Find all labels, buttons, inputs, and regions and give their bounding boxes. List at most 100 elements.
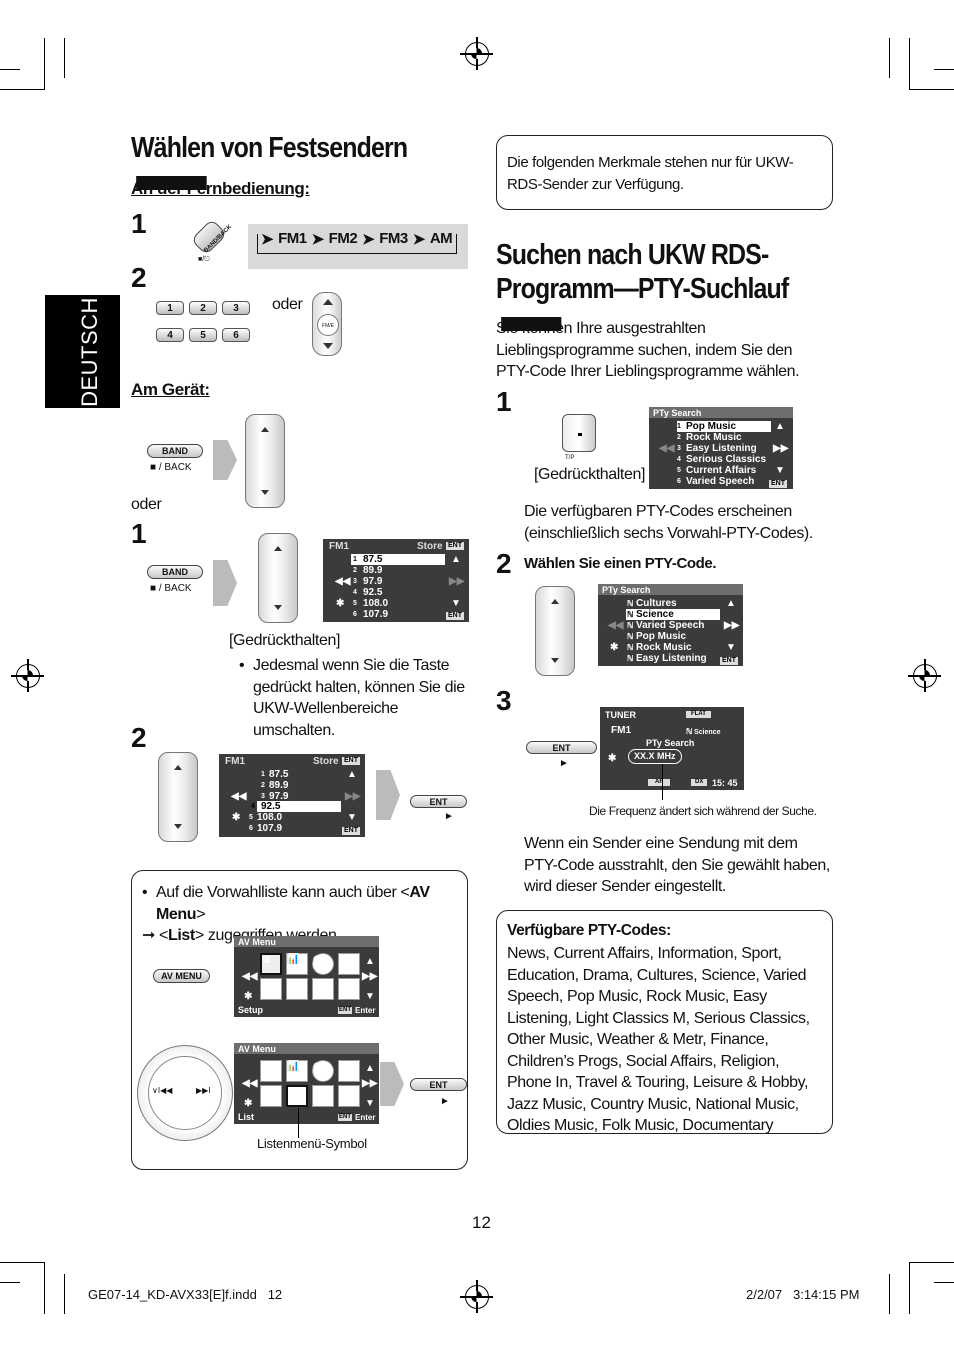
play-icon: ► bbox=[559, 758, 569, 769]
preset-freq: 89.9 bbox=[363, 565, 383, 576]
tuner-screen: TUNER FLAT FM1 PTy Search ℕ Science ✱ XX… bbox=[600, 707, 744, 790]
tp-label: T/P bbox=[565, 455, 575, 461]
hold-label: [Gedrückthalten] bbox=[229, 632, 340, 649]
arrow-right-icon bbox=[213, 440, 237, 480]
disc-icon: ◎ bbox=[312, 953, 334, 975]
callout-line bbox=[662, 764, 663, 800]
equalizer-icon: 📊 bbox=[286, 953, 308, 975]
av-menu-screen-setup: AV Menu ⚙ 📊 ◎ ⁘ ⏲ ▤ ✱ ⚒ ◀◀ ▶▶ ✱ ▲ ▼ Setu… bbox=[234, 936, 379, 1017]
oder-label-2: oder bbox=[131, 496, 162, 513]
ent-button: ENT bbox=[526, 741, 597, 754]
step-number: 2 bbox=[131, 722, 147, 753]
setup-icon: ⚙ bbox=[260, 953, 282, 975]
preset-key-6: 6 bbox=[222, 328, 250, 342]
arrow-right-icon bbox=[213, 560, 237, 606]
frequency-display: XX.X MHz bbox=[628, 749, 682, 764]
crop-mark bbox=[889, 1274, 890, 1314]
pty-item: Pop Music bbox=[686, 421, 737, 432]
pty-item: Cultures bbox=[636, 598, 677, 609]
step-number: 2 bbox=[496, 548, 512, 579]
band-sequence-panel: ➤ FM1 ➤ FM2 ➤ FM3 ➤ AM bbox=[248, 224, 468, 269]
preset-freq: 92.5 bbox=[363, 587, 383, 598]
pty-item: Pop Music bbox=[636, 631, 687, 642]
arrow-right-icon bbox=[376, 770, 400, 820]
play-icon: ► bbox=[444, 811, 454, 822]
crop-mark bbox=[0, 69, 20, 70]
footer-file-info: GE07-14_KD-AVX33[E]f.indd 12 bbox=[88, 1287, 283, 1302]
step1-text: Die verfügbaren PTY-Codes erscheinen (ei… bbox=[524, 503, 813, 542]
registration-mark-icon bbox=[460, 37, 493, 70]
preset-freq: 97.9 bbox=[363, 576, 383, 587]
pty-codes-heading: Verfügbare PTY-Codes: bbox=[507, 922, 671, 939]
pty-codes-box bbox=[496, 910, 833, 1134]
ent-button: ENT bbox=[410, 1078, 467, 1091]
down-arrow-icon: ▼ bbox=[451, 598, 461, 609]
tools-icon: ⚒ bbox=[338, 978, 360, 1000]
registration-mark-icon bbox=[11, 659, 44, 692]
preset-freq: 107.9 bbox=[363, 609, 389, 620]
pty-item: Varied Speech bbox=[636, 620, 705, 631]
frequency-caption: Die Frequenz ändert sich während der Suc… bbox=[589, 804, 817, 818]
crop-mark bbox=[934, 1282, 954, 1283]
crop-mark bbox=[909, 1262, 910, 1314]
page-number: 12 bbox=[472, 1213, 491, 1232]
back-label: ■ / BACK bbox=[150, 583, 192, 594]
volume-knob bbox=[535, 586, 575, 676]
section-title-pty: Suchen nach UKW RDS-Programm—PTY-Suchlau… bbox=[496, 238, 849, 340]
list-icon-caption: Listenmenü-Symbol bbox=[257, 1136, 367, 1151]
pty-search-screen-2: PTy Search ℕ Cultures ℕ Science ℕ Varied… bbox=[598, 584, 743, 666]
section-title-presets: Wählen von Festsendern bbox=[131, 131, 475, 199]
step2-text: Wählen Sie einen PTY-Code. bbox=[524, 555, 717, 572]
step-number: 3 bbox=[496, 685, 512, 716]
back-label: ■ / BACK bbox=[150, 462, 192, 473]
pty-item: Varied Speech bbox=[686, 476, 755, 487]
av-menu-note-box bbox=[131, 870, 468, 1170]
remote-heading: An der Fernbedienung: bbox=[131, 179, 310, 198]
footer-timestamp: 2/2/07 3:14:15 PM bbox=[746, 1287, 860, 1302]
crop-mark bbox=[44, 1262, 45, 1314]
band-back-remote-button: BAND/BACK ■/⎋ bbox=[190, 218, 233, 266]
rds-notice-box bbox=[496, 135, 833, 210]
language-tab: DEUTSCH bbox=[45, 295, 120, 408]
pty-item: Current Affairs bbox=[686, 465, 757, 476]
pty-search-screen-1: PTy Search 1 Pop Music 2 Rock Music 3 Ea… bbox=[649, 407, 793, 489]
list-menu-icon: ▤ bbox=[286, 1085, 308, 1107]
pty-item: Easy Listening bbox=[686, 443, 757, 454]
crop-mark bbox=[0, 89, 44, 90]
volume-knob bbox=[258, 533, 298, 623]
preset-key-2: 2 bbox=[189, 301, 217, 315]
play-icon: ► bbox=[440, 1096, 450, 1107]
pty-item: Rock Music bbox=[636, 642, 692, 653]
bluetooth-icon: ✱ bbox=[336, 598, 345, 609]
bullet-dot: • bbox=[239, 657, 245, 674]
registration-mark-icon bbox=[908, 659, 941, 692]
device-heading: Am Gerät: bbox=[131, 380, 210, 399]
step-number: 1 bbox=[496, 386, 512, 417]
list-icon: ▤ bbox=[286, 978, 308, 1000]
ent-button: ENT bbox=[410, 795, 467, 808]
step3-text: Wenn ein Sender eine Sendung mit dem PTY… bbox=[524, 835, 830, 895]
preset-row bbox=[257, 801, 341, 812]
pty-item: Serious Classics bbox=[686, 454, 767, 465]
step-number: 1 bbox=[131, 208, 147, 239]
rds-notice-text: Die folgenden Merkmale stehen nur für UK… bbox=[507, 154, 794, 193]
crop-mark bbox=[910, 89, 954, 90]
crop-mark bbox=[934, 69, 954, 70]
bluetooth-menu-icon: ✱ bbox=[312, 978, 334, 1000]
band-button: BAND bbox=[147, 444, 203, 458]
screen-ent-badge: ENT bbox=[446, 542, 464, 550]
preset-key-1: 1 bbox=[156, 301, 184, 315]
step-number: 2 bbox=[131, 262, 147, 293]
up-arrow-icon: ▲ bbox=[451, 554, 461, 565]
pty-intro-text: Sie können Ihre ausgestrahlten Lieblings… bbox=[496, 320, 800, 380]
crop-mark bbox=[64, 1274, 65, 1314]
crop-mark bbox=[909, 38, 910, 90]
preset-row bbox=[351, 554, 445, 565]
band-am: AM bbox=[426, 230, 456, 248]
registration-mark-icon bbox=[460, 1280, 493, 1313]
band-button: BAND bbox=[147, 565, 203, 579]
preset-screen-1: FM1 Store ENT 1 87.5 2 89.9 3 97.9 4 92.… bbox=[323, 539, 469, 622]
volume-knob bbox=[245, 414, 285, 508]
clock-icon: ⏲ bbox=[260, 978, 282, 1000]
preset-freq: 108.0 bbox=[363, 598, 389, 609]
